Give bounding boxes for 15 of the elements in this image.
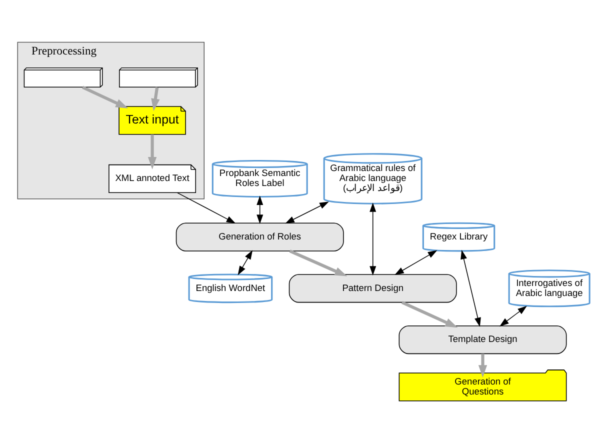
arrow: [285, 201, 329, 224]
arrow: [82, 85, 128, 108]
node-box: Generation of Roles: [176, 222, 344, 251]
arrow: [148, 134, 157, 169]
arrow: [256, 195, 264, 224]
arrow: [460, 249, 481, 326]
node-box: Pattern Design: [288, 274, 457, 302]
node-box: Template Design: [398, 324, 567, 354]
arrow: [151, 86, 160, 111]
arrow: [238, 250, 253, 275]
arrow: [176, 192, 236, 224]
arrow: [500, 305, 527, 326]
arrow: [370, 202, 376, 275]
arrow: [478, 353, 488, 378]
arrow: [394, 250, 438, 275]
